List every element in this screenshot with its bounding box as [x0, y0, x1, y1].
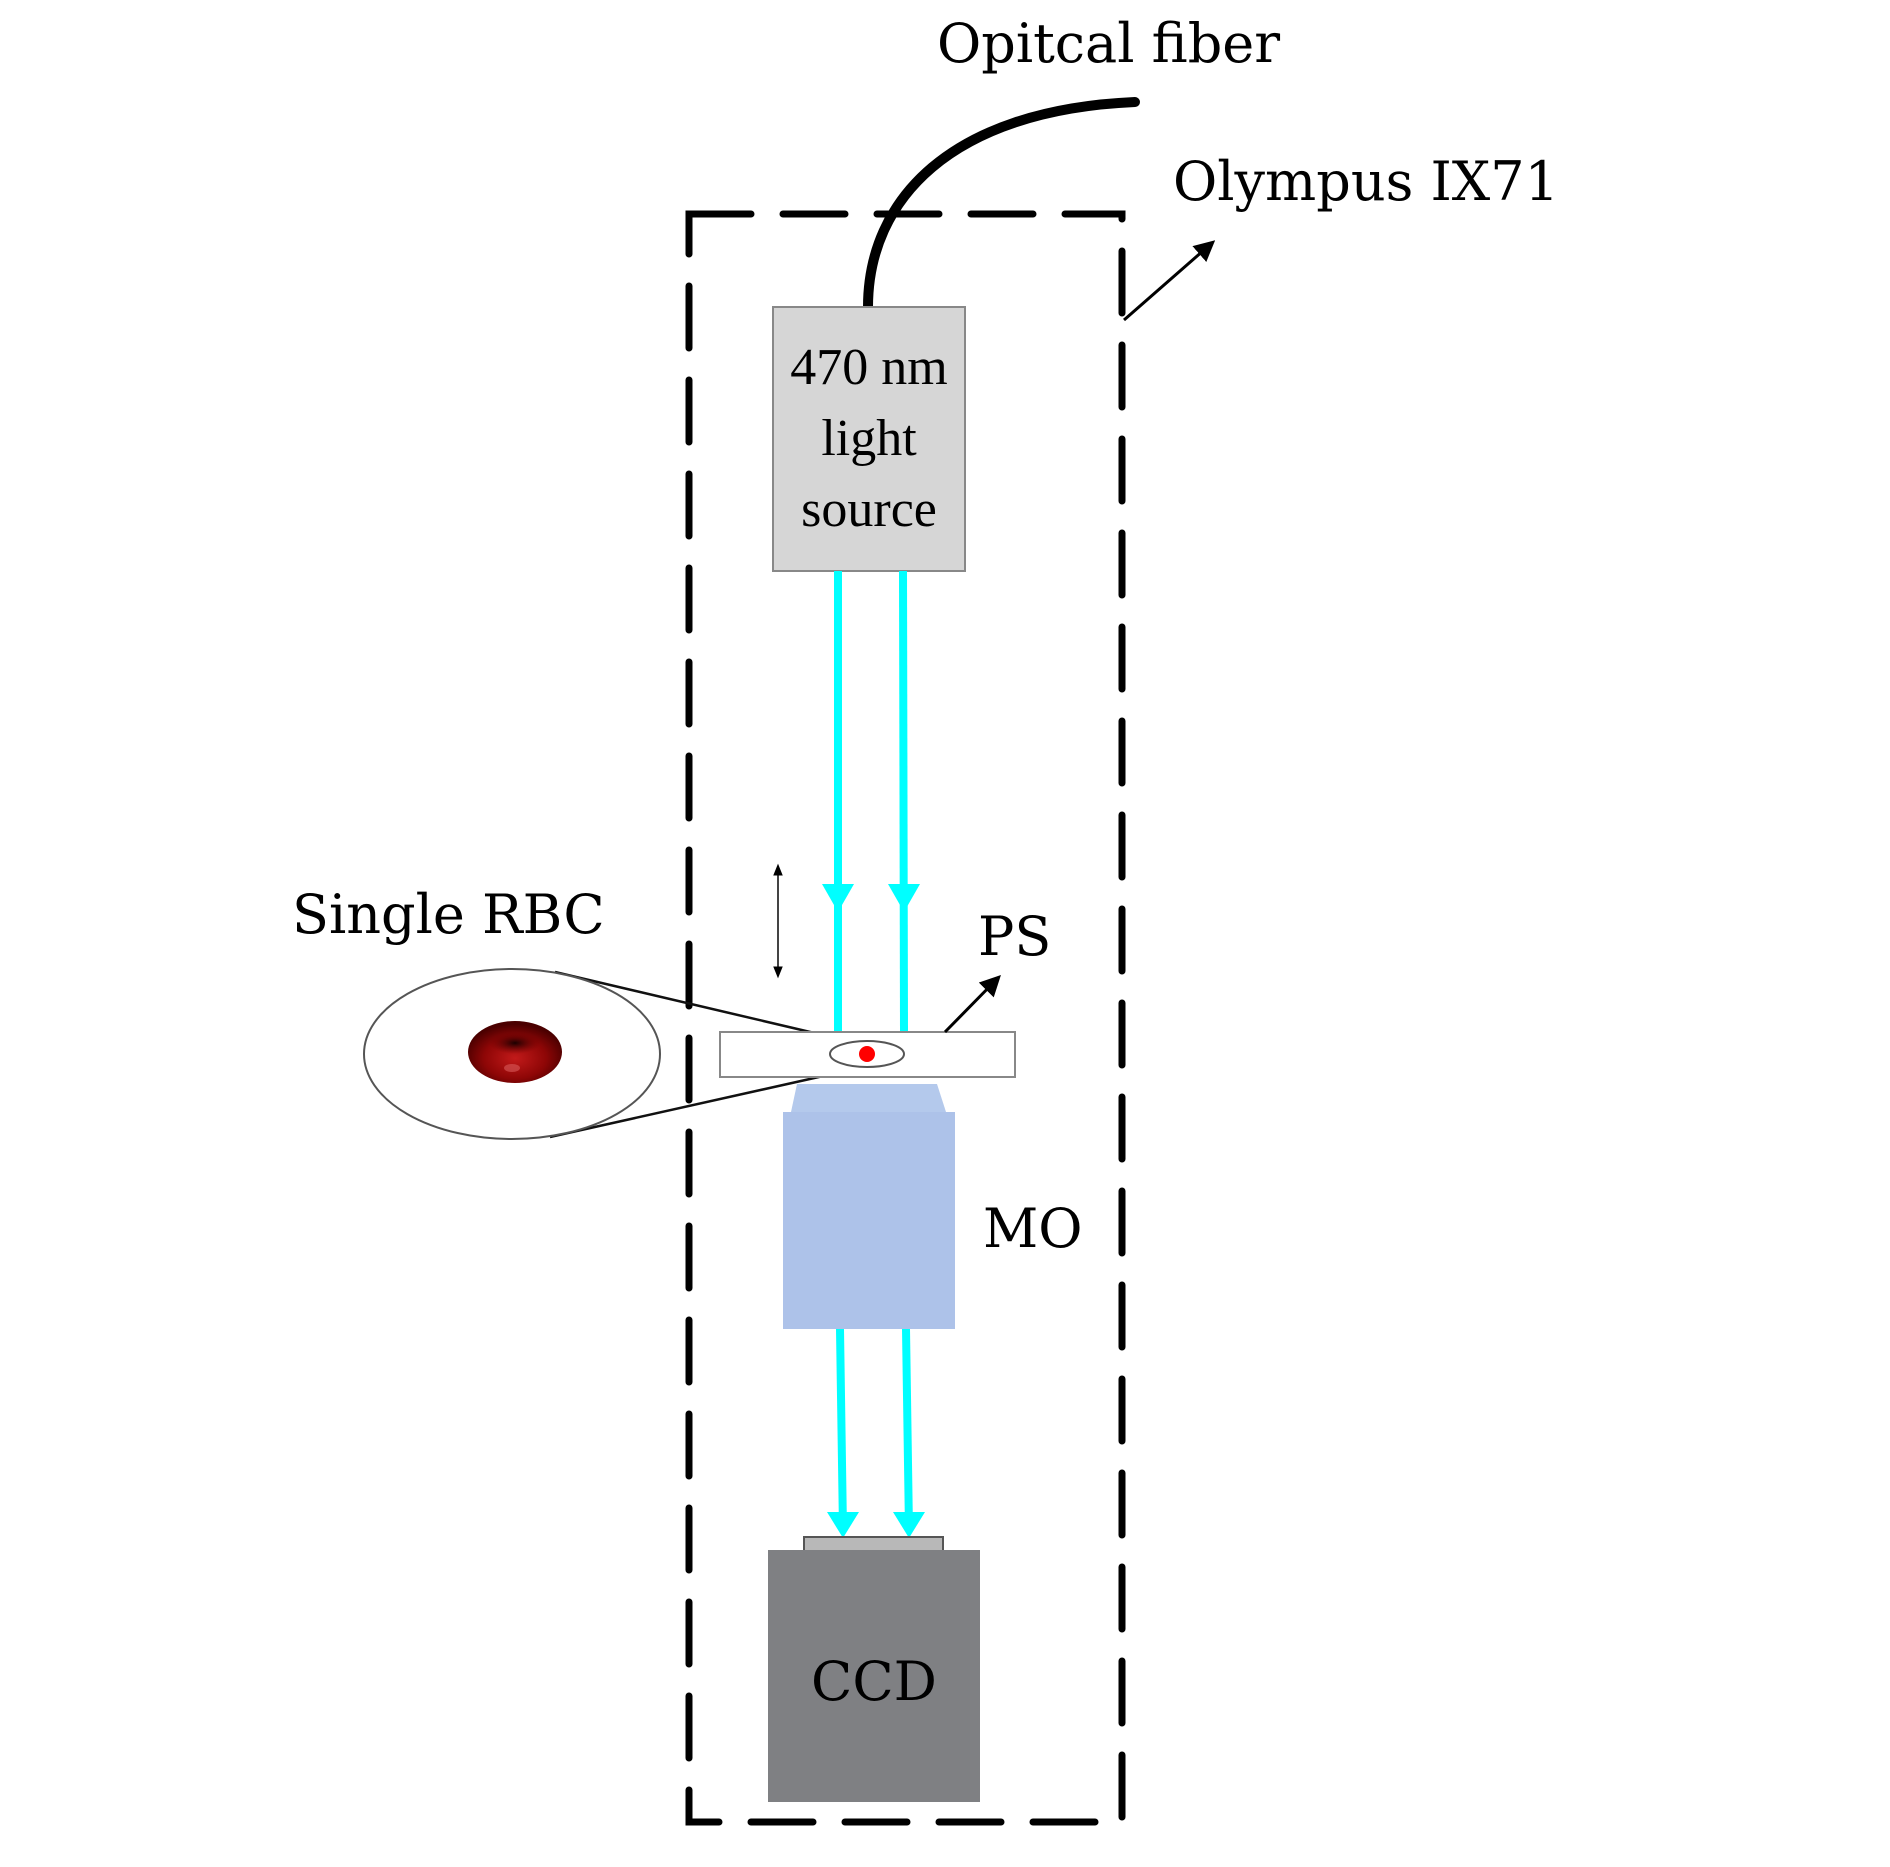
ccd-label: CCD — [811, 1650, 937, 1713]
beam-right-arrowhead — [888, 884, 920, 912]
objective-label: MO — [983, 1197, 1083, 1260]
optical-fiber — [863, 97, 1140, 312]
sample-dot — [859, 1046, 875, 1062]
stage-label: PS — [978, 905, 1051, 968]
microscope-pointer-arrow — [1123, 240, 1216, 322]
sample-region-ellipse — [829, 1040, 905, 1068]
fiber-label: Opitcal fiber — [937, 12, 1280, 75]
beam-left-lower — [836, 1328, 847, 1531]
microscope-label: Olympus IX71 — [1173, 150, 1559, 213]
objective-cap — [791, 1084, 946, 1112]
beam-right-upper — [899, 570, 908, 1033]
imaging-beams — [827, 1328, 925, 1538]
ccd-camera-body — [768, 1550, 980, 1802]
microscope-enclosure — [685, 210, 1126, 1826]
stage-pointer-arrow — [943, 975, 1001, 1034]
light-source-label-line1: 470 nm — [790, 339, 947, 396]
light-source-label-line3: source — [801, 481, 937, 538]
red-blood-cell-icon — [468, 1021, 562, 1083]
beam-left-arrowhead — [822, 884, 854, 912]
beam-right-lower-arrowhead — [893, 1512, 925, 1538]
sample-label: Single RBC — [292, 883, 605, 946]
ccd-sensor — [803, 1536, 944, 1552]
light-source-label-line2: light — [821, 410, 917, 467]
illumination-beams — [822, 570, 920, 1033]
light-source-box — [772, 306, 966, 572]
beam-left-lower-arrowhead — [827, 1512, 859, 1538]
beam-right-lower — [902, 1328, 913, 1531]
objective-body — [783, 1112, 955, 1329]
